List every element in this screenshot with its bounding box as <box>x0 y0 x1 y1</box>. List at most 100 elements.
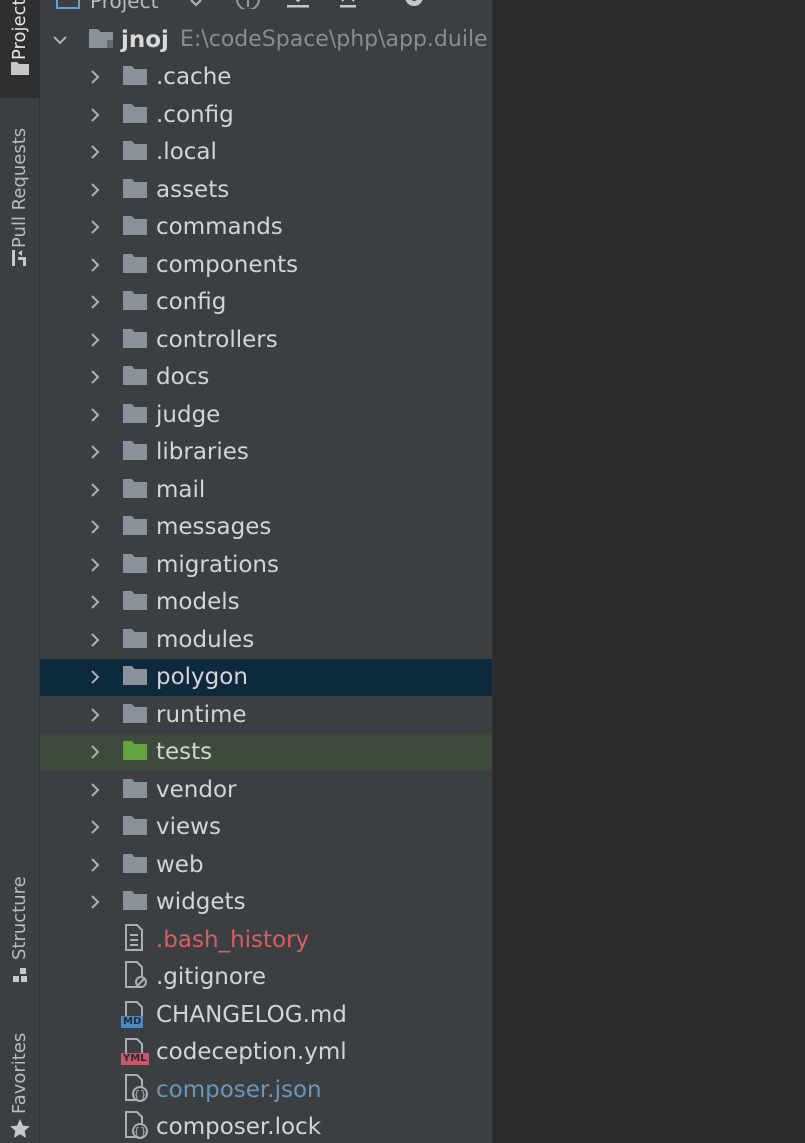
folder-row[interactable]: assets <box>40 171 492 209</box>
folder-name: widgets <box>156 889 246 916</box>
chevron-right-icon[interactable] <box>87 369 103 385</box>
editor-area[interactable] <box>492 0 805 1143</box>
folder-name: models <box>156 589 240 616</box>
chevron-right-icon[interactable] <box>87 857 103 873</box>
chevron-right-icon[interactable] <box>87 144 103 160</box>
folder-row[interactable]: migrations <box>40 546 492 584</box>
folder-row[interactable]: components <box>40 246 492 284</box>
folder-row[interactable]: .config <box>40 96 492 134</box>
file-row[interactable]: .bash_history <box>40 921 492 959</box>
folder-icon <box>122 627 148 653</box>
pull-requests-tool-button[interactable]: Pull Requests <box>0 118 39 280</box>
folder-row[interactable]: .cache <box>40 59 492 97</box>
folder-row[interactable]: vendor <box>40 771 492 809</box>
folder-row[interactable]: .local <box>40 134 492 172</box>
file-row[interactable]: .gitignore <box>40 959 492 997</box>
folder-name: runtime <box>156 701 247 728</box>
project-tool-button[interactable]: Project <box>0 0 39 98</box>
folder-name: vendor <box>156 776 237 803</box>
folder-name: mail <box>156 476 206 503</box>
folder-name: .config <box>156 101 234 128</box>
chevron-right-icon[interactable] <box>87 744 103 760</box>
chevron-right-icon[interactable] <box>87 519 103 535</box>
expand-all-icon[interactable] <box>286 0 310 14</box>
chevron-right-icon[interactable] <box>87 632 103 648</box>
folder-row[interactable]: web <box>40 846 492 884</box>
folder-row[interactable]: modules <box>40 621 492 659</box>
folder-row[interactable]: runtime <box>40 696 492 734</box>
file-name: composer.json <box>156 1076 322 1103</box>
folder-name: commands <box>156 214 283 241</box>
folder-icon <box>122 702 148 728</box>
chevron-right-icon[interactable] <box>87 219 103 235</box>
folder-row[interactable]: views <box>40 809 492 847</box>
chevron-right-icon[interactable] <box>87 707 103 723</box>
folder-row[interactable]: commands <box>40 209 492 247</box>
project-panel-header: Project <box>40 0 492 18</box>
chevron-right-icon[interactable] <box>87 182 103 198</box>
file-type-badge: MD <box>121 1015 144 1028</box>
chevron-right-icon[interactable] <box>87 407 103 423</box>
chevron-right-icon[interactable] <box>87 294 103 310</box>
folder-name: polygon <box>156 664 248 691</box>
file-name: composer.lock <box>156 1114 322 1141</box>
folder-name: docs <box>156 364 210 391</box>
folder-row[interactable]: models <box>40 584 492 622</box>
folder-row[interactable]: docs <box>40 359 492 397</box>
folder-icon <box>122 514 148 540</box>
file-name: .gitignore <box>156 964 267 991</box>
view-dropdown-icon[interactable] <box>190 0 202 14</box>
structure-tool-button[interactable]: Structure <box>0 868 39 990</box>
folder-icon <box>122 852 148 878</box>
root-path: E:\codeSpace\php\app.duile <box>180 26 488 52</box>
test-folder-icon <box>122 739 148 765</box>
chevron-right-icon[interactable] <box>87 257 103 273</box>
folder-row[interactable]: polygon <box>40 658 492 696</box>
file-type-badge: YML <box>121 1053 149 1066</box>
folder-row[interactable]: judge <box>40 396 492 434</box>
folder-row[interactable]: controllers <box>40 321 492 359</box>
chevron-right-icon[interactable] <box>87 107 103 123</box>
locate-file-icon[interactable] <box>234 0 262 14</box>
chevron-right-icon[interactable] <box>87 819 103 835</box>
chevron-right-icon[interactable] <box>87 332 103 348</box>
folder-icon <box>122 589 148 615</box>
chevron-right-icon[interactable] <box>87 482 103 498</box>
folder-icon <box>122 177 148 203</box>
chevron-right-icon[interactable] <box>87 444 103 460</box>
gear-icon[interactable] <box>402 0 426 14</box>
chevron-right-icon[interactable] <box>87 669 103 685</box>
folder-name: web <box>156 851 204 878</box>
folder-name: components <box>156 251 299 278</box>
folder-row[interactable]: config <box>40 284 492 322</box>
folder-icon <box>122 814 148 840</box>
folder-row[interactable]: libraries <box>40 434 492 472</box>
collapse-all-icon[interactable] <box>338 0 358 14</box>
folder-icon <box>122 252 148 278</box>
tree-root-row[interactable]: jnoj E:\codeSpace\php\app.duile <box>40 21 492 59</box>
file-row[interactable]: {}composer.json <box>40 1071 492 1109</box>
chevron-right-icon[interactable] <box>87 557 103 573</box>
folder-row[interactable]: widgets <box>40 884 492 922</box>
project-panel: Project <box>40 0 492 1143</box>
folder-row[interactable]: tests <box>40 733 492 771</box>
chevron-right-icon[interactable] <box>87 894 103 910</box>
folder-row[interactable]: messages <box>40 509 492 547</box>
ignore-file-icon <box>121 961 151 993</box>
folder-name: config <box>156 289 227 316</box>
file-name: .bash_history <box>156 926 310 953</box>
folder-icon <box>122 477 148 503</box>
folder-icon <box>122 777 148 803</box>
chevron-right-icon[interactable] <box>87 782 103 798</box>
favorites-tool-button[interactable]: Favorites <box>0 1022 39 1143</box>
project-panel-title[interactable]: Project <box>90 0 159 13</box>
chevron-down-icon[interactable] <box>52 32 68 48</box>
folder-icon <box>122 439 148 465</box>
folder-row[interactable]: mail <box>40 471 492 509</box>
chevron-right-icon[interactable] <box>87 594 103 610</box>
file-row[interactable]: {}composer.lock <box>40 1109 492 1143</box>
chevron-right-icon[interactable] <box>87 69 103 85</box>
